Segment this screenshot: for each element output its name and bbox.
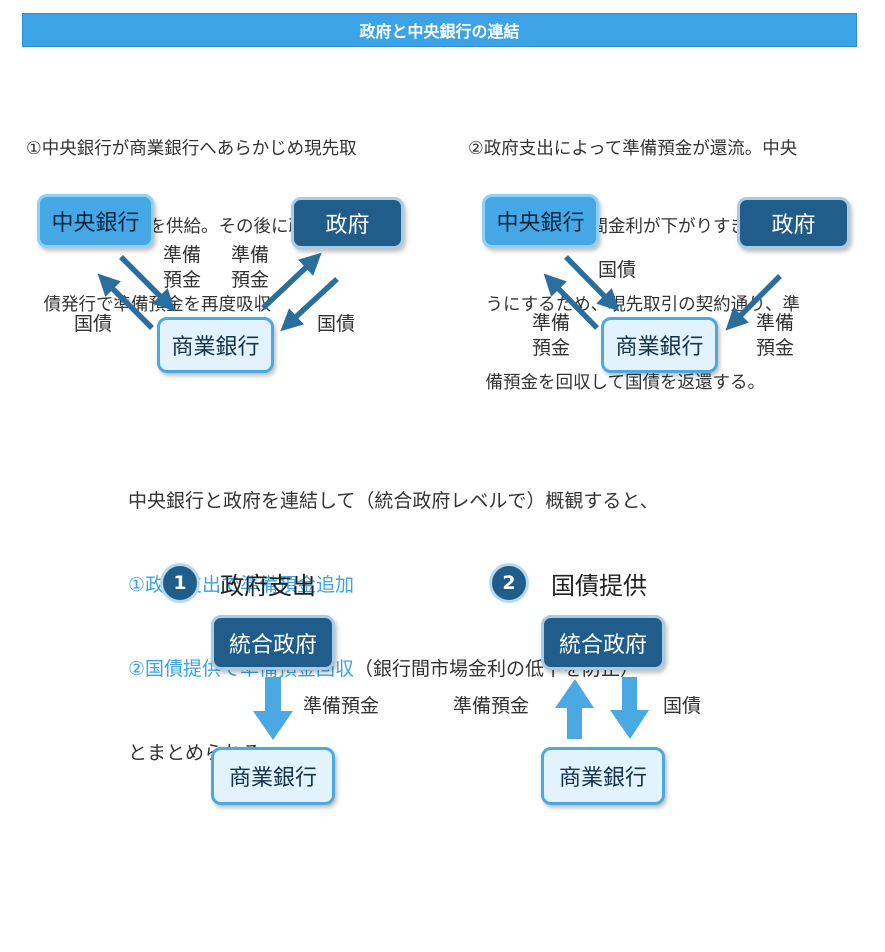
reserve-deposit-label: 準備 預金 [532,311,570,361]
government-box: 政府 [737,197,850,249]
section-header-bar: 政府と中央銀行の連結 [22,13,857,47]
government-label: 政府 [771,213,816,238]
panel2-title: 国債提供 [551,572,647,600]
central-bank-box: 中央銀行 [37,194,154,248]
commercial-bank-label: 商業銀行 [615,335,704,360]
integrated-government-label: 統合政府 [228,632,317,658]
integrated-government-box: 統合政府 [541,615,665,670]
scenario2-desc-line: 備預金を回収して国債を返還する。 [468,373,765,393]
panel1-number: 1 [173,572,187,594]
arrow-central-to-bank-bond [564,255,620,312]
panel2-down-arrow [610,677,649,739]
commercial-bank-label: 商業銀行 [558,766,647,791]
arrow-central-to-bank-reserve [119,255,176,312]
reserve-label-line: 預金 [231,269,270,291]
reserve-label-line: 準備 [532,312,571,334]
panel1-down-arrow [253,677,293,740]
reserve-deposit-label: 準備 預金 [163,243,201,293]
panel2-arrow-label-bond: 国債 [663,695,702,717]
government-box: 政府 [291,197,404,249]
reserve-label-line: 準備 [231,244,270,266]
bond-label: 国債 [74,313,113,335]
scenario2-desc-line: うにするため、現先取引の契約通り、準 [468,295,800,315]
panel1-arrow-label: 準備預金 [303,695,380,717]
integrated-government-box: 統合政府 [211,615,335,670]
reserve-label-line: 準備 [756,312,795,334]
summary-text: 中央銀行と政府を連結して（統合政府レベルで）概観すると、 ①政府支出で準備預金追… [128,431,659,795]
panel2-up-arrow [555,679,594,739]
reserve-deposit-label: 準備 預金 [231,243,269,293]
reserve-label-line: 準備 [163,244,202,266]
arrow-bank-to-central-bond [97,273,154,330]
reserve-deposit-label: 準備 預金 [756,311,794,361]
section-title: 政府と中央銀行の連結 [359,22,520,41]
commercial-bank-box: 商業銀行 [211,747,335,805]
panel1-number-badge: 1 [160,563,200,603]
reserve-label-line: 預金 [163,269,202,291]
scenario2-desc-line: ②政府支出によって準備預金が還流。中央 [468,139,798,159]
integrated-government-label: 統合政府 [558,632,647,658]
commercial-bank-label: 商業銀行 [228,766,317,791]
summary-line: 中央銀行と政府を連結して（統合政府レベルで）概観すると、 [128,490,659,512]
central-bank-box: 中央銀行 [482,194,599,248]
panel2-arrow-label-reserve: 準備預金 [453,695,530,717]
arrow-bank-to-gov-reserve [261,252,322,311]
panel2-number: 2 [502,572,516,594]
government-label: 政府 [325,213,370,238]
bond-label: 国債 [317,313,356,335]
commercial-bank-box: 商業銀行 [157,317,274,373]
reserve-label-line: 預金 [756,337,795,359]
arrow-gov-to-bank-reserve [725,274,782,331]
panel1-title: 政府支出 [220,572,316,600]
commercial-bank-box: 商業銀行 [601,317,718,373]
central-bank-label: 中央銀行 [496,211,585,236]
arrow-gov-to-bank-bond [280,276,339,332]
commercial-bank-box: 商業銀行 [541,747,665,805]
bond-label: 国債 [598,259,637,281]
central-bank-label: 中央銀行 [51,211,140,236]
arrow-bank-to-central-reserve [543,273,599,330]
scenario1-desc-line: ①中央銀行が商業銀行へあらかじめ現先取 [26,139,357,159]
panel2-number-badge: 2 [489,563,529,603]
commercial-bank-label: 商業銀行 [171,335,260,360]
reserve-label-line: 預金 [532,337,571,359]
